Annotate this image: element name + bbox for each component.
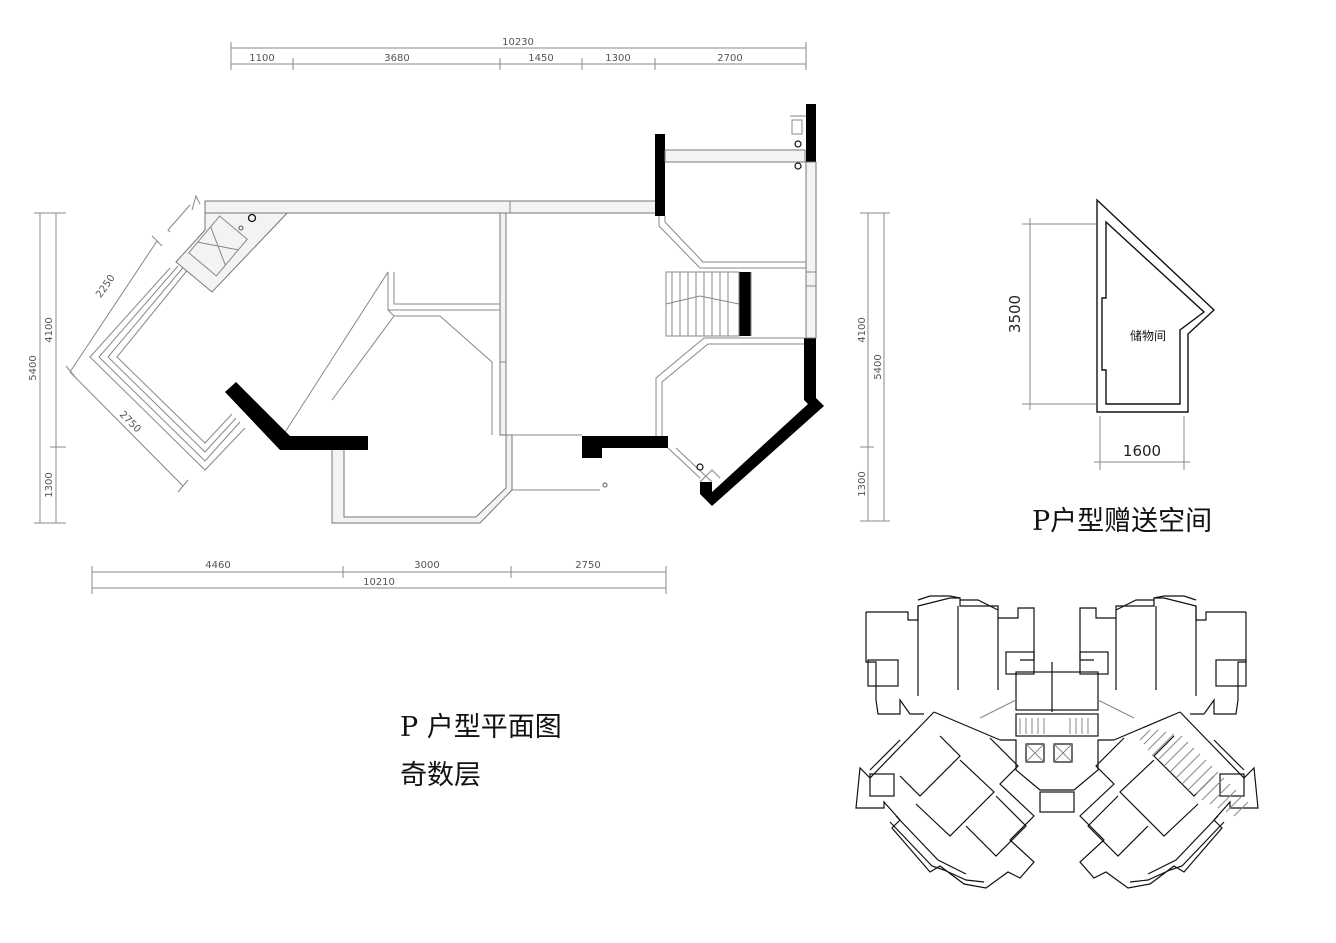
top-dim-5: 2700 — [717, 53, 742, 64]
north-wall — [204, 200, 660, 214]
elevator-icon — [1025, 743, 1045, 763]
bottom-dim-1: 4460 — [205, 560, 230, 571]
left-upper-dim: 4100 — [44, 317, 55, 342]
diag-dim-lower: 2750 — [117, 409, 143, 435]
bonus-height-dim: 3500 — [1006, 295, 1024, 333]
bottom-dim-3: 2750 — [575, 560, 600, 571]
bonus-space-diagram: 3500 1600 储物间 P户型赠送空间 — [1006, 198, 1216, 537]
top-dim-2: 3680 — [384, 53, 409, 64]
left-dimension-chain: 5400 4100 1300 — [28, 212, 66, 524]
highlighted-unit-hatch — [1139, 729, 1249, 817]
key-plan — [855, 595, 1259, 889]
top-dim-1: 1100 — [249, 53, 274, 64]
drain-icon — [247, 213, 257, 223]
right-upper-dim: 4100 — [857, 317, 868, 342]
diagonal-dimensions: 2250 2750 — [65, 235, 189, 493]
stair — [665, 271, 752, 337]
top-dimension-chain: 10230 1100 3680 1450 1300 2700 — [230, 37, 807, 70]
top-dim-3: 1450 — [528, 53, 553, 64]
wall-center-vertical — [499, 212, 507, 436]
left-lower-dim: 1300 — [44, 472, 55, 497]
right-lower-walls — [655, 337, 804, 483]
plan-title: P 户型平面图 — [400, 712, 562, 743]
bottom-total-dim: 10210 — [363, 577, 395, 588]
lower-room-walls — [331, 434, 608, 524]
pipe-icon — [238, 225, 244, 231]
right-total-dim: 5400 — [873, 354, 884, 379]
elevator-icon-2 — [1053, 743, 1073, 763]
structural-walls — [225, 104, 824, 506]
top-dim-4: 1300 — [605, 53, 630, 64]
main-floor-plan — [89, 104, 824, 524]
top-total-dim: 10230 — [502, 37, 534, 48]
bottom-dimension-chain: 4460 3000 2750 10210 — [91, 560, 667, 594]
storage-room-label: 储物间 — [1130, 328, 1166, 343]
right-lower-dim: 1300 — [857, 471, 868, 496]
bonus-width-dim: 1600 — [1123, 442, 1161, 460]
right-upper-walls — [658, 115, 817, 339]
right-dimension-chain: 4100 5400 1300 — [857, 212, 890, 522]
diag-dim-upper: 2250 — [94, 273, 118, 300]
bottom-dim-2: 3000 — [414, 560, 439, 571]
storage-room-outline — [1096, 198, 1216, 413]
plan-subtitle: 奇数层 — [400, 760, 481, 791]
bonus-caption: P户型赠送空间 — [1032, 506, 1212, 537]
interior-walls — [279, 212, 507, 441]
bay-window — [89, 204, 246, 471]
left-total-dim: 5400 — [28, 355, 39, 380]
